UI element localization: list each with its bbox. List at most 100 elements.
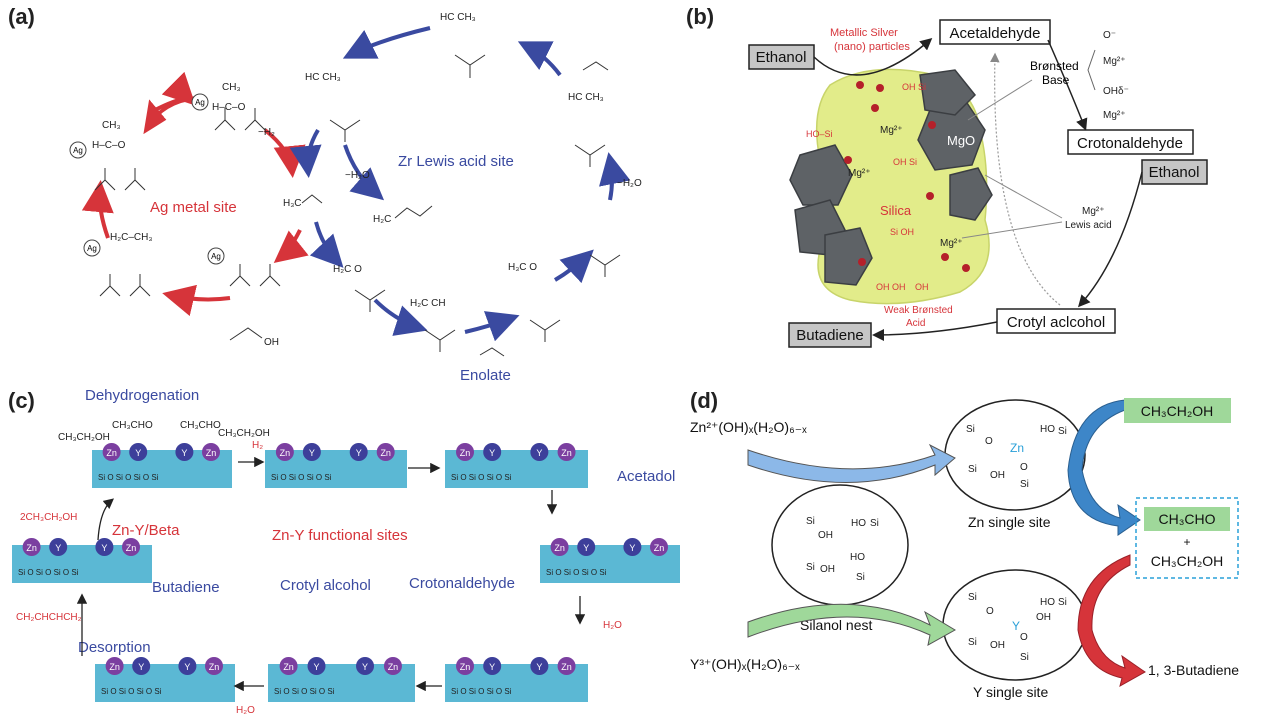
- y-ball: [129, 443, 148, 461]
- ch3cho-c-2: CH₃CHO: [180, 420, 221, 431]
- ag-bottom-molecule: H₂C–CH₃: [110, 232, 152, 243]
- zn-y-functional-label: Zn-Y functional sites: [272, 527, 408, 544]
- zn-ball-label: Zn: [460, 448, 471, 458]
- y-ball: [483, 657, 502, 675]
- butadiene-product-d: 1, 3-Butadiene: [1148, 662, 1239, 678]
- y-ball-label: Y: [583, 543, 589, 553]
- desorption-label: Desorption: [78, 639, 151, 656]
- ag-atom-1: Ag: [191, 93, 209, 111]
- ag-arrow-5: [81, 180, 114, 239]
- ethanol-c-2: CH₃CH₂OH: [218, 428, 270, 439]
- butadiene-h2c: H₂C: [373, 214, 391, 225]
- svg-text:Acetaldehyde: Acetaldehyde: [950, 25, 1041, 42]
- ch3cho-box: [1144, 507, 1230, 531]
- si-o-chain: Si O Si O Si O Si: [274, 687, 335, 696]
- metallic-silver-2: (nano) particles: [834, 41, 910, 53]
- enolate-label: Enolate: [460, 367, 511, 384]
- mgo-crystals: [789, 69, 993, 286]
- lewis-pointer-2: [961, 221, 1063, 239]
- zr-right-molecule: HC CH₃: [568, 92, 604, 103]
- svg-text:Crotyl aclcohol: Crotyl aclcohol: [1007, 314, 1105, 331]
- zn-ball: [275, 443, 294, 461]
- svg-text:HO: HO: [1040, 597, 1055, 608]
- dehydrogenation-label: Dehydrogenation: [85, 387, 199, 404]
- svg-text:OH: OH: [1036, 612, 1051, 623]
- svg-text:Si: Si: [1058, 426, 1067, 437]
- svg-text:O: O: [985, 436, 993, 447]
- si-o-chain: Si O Si O Si O Si: [98, 473, 159, 482]
- y-ball: [623, 538, 642, 556]
- y-ball: [483, 443, 502, 461]
- mg-label-2: Mg²⁺: [848, 168, 871, 179]
- ch2chchch2-label: CH₂CHCHCH₂: [16, 612, 82, 623]
- y-ball: [49, 538, 68, 556]
- ch3cho-c-1: CH₃CHO: [112, 420, 153, 431]
- butadiene-label-c: Butadiene: [152, 579, 220, 596]
- silica-label: Silica: [880, 203, 912, 218]
- ag-top-molecule-2: H–C–O: [212, 102, 246, 113]
- zn-site-circle: [944, 399, 1086, 511]
- zn-ball: [279, 657, 298, 675]
- y-atom: Y: [1012, 619, 1020, 633]
- zr-arrow-6: [464, 311, 520, 342]
- zn-ball-label: Zn: [280, 448, 291, 458]
- dotted-return-arrow: [990, 52, 1061, 306]
- zn-ball: [456, 443, 475, 461]
- silanol-nest-circle: [771, 484, 909, 606]
- y-ball-label: Y: [536, 662, 542, 672]
- zn-ball: [557, 657, 576, 675]
- zn-ball-label: Zn: [109, 662, 120, 672]
- zn-ball: [550, 538, 569, 556]
- zn-ball: [205, 657, 223, 675]
- box-ethanol-2: Ethanol: [1141, 159, 1208, 185]
- y-ball: [530, 657, 549, 675]
- si-oh-3: Si OH: [890, 227, 914, 237]
- svg-text:Si: Si: [966, 424, 975, 435]
- zn-ball: [102, 443, 121, 461]
- panel-d: (d) Zn²⁺(OH)ₓ(H₂O)₆₋ₓ Y³⁺(OH)ₓ(H₂O)₆₋ₓ Z…: [690, 388, 1239, 700]
- zn-ball-label: Zn: [206, 448, 217, 458]
- svg-text:Si: Si: [806, 516, 815, 527]
- arrow-acetaldehyde-crotonaldehyde: [1047, 39, 1088, 131]
- bronsted-base-2: Base: [1042, 73, 1070, 87]
- minus-h2-text: −H₂: [258, 127, 275, 138]
- y-ball: [132, 657, 151, 675]
- crotonaldehyde-label: Crotonaldehyde: [409, 575, 515, 592]
- zr-arrow-8: [599, 152, 631, 201]
- zr-sketches: [329, 54, 621, 357]
- ag-left-molecule-2: H–C–O: [92, 140, 126, 151]
- y-ball: [175, 443, 194, 461]
- panel-b-label: (b): [686, 4, 714, 29]
- zn-ball: [376, 443, 395, 461]
- oh-si-2: OH Si: [893, 157, 917, 167]
- svg-text:Si: Si: [1058, 597, 1067, 608]
- si-o-chain: Si O Si O Si O Si: [18, 568, 79, 577]
- product-dashed-box: [1135, 497, 1239, 579]
- y-ball-label: Y: [362, 662, 368, 672]
- ho-si-1: HO–Si: [806, 129, 833, 139]
- y-ball: [349, 443, 368, 461]
- si-o-chain: Si O Si O Si O Si: [101, 687, 162, 696]
- zn-ball-label: Zn: [561, 448, 572, 458]
- svg-text:HO: HO: [1040, 424, 1055, 435]
- minus-h2o-1: −H₂O: [345, 170, 370, 181]
- h2o-label-1: H₂O: [603, 620, 622, 631]
- zr-right-bottom-molecule: H₃C O: [508, 262, 537, 273]
- svg-text:OH: OH: [820, 564, 835, 575]
- box-crotonaldehyde: Crotonaldehyde: [1067, 129, 1194, 155]
- svg-text:Ag: Ag: [87, 244, 97, 253]
- silver-particles: [844, 81, 970, 272]
- svg-text:Si: Si: [870, 518, 879, 529]
- zn-ball: [650, 538, 668, 556]
- y-loading-arrow: [747, 603, 956, 646]
- panel-c: (c) Dehydrogenation Enolate Acetadol Zn-…: [8, 367, 680, 716]
- svg-text:Si: Si: [806, 562, 815, 573]
- y-ball-label: Y: [536, 448, 542, 458]
- h2-label: H₂: [252, 440, 263, 451]
- acetadol-label: Acetadol: [617, 468, 675, 485]
- weak-bronsted-1: Weak Brønsted: [884, 305, 953, 316]
- svg-text:O: O: [1020, 632, 1028, 643]
- y-ball-label: Y: [629, 543, 635, 553]
- zn-ball: [557, 443, 576, 461]
- metallic-silver-1: Metallic Silver: [830, 27, 898, 39]
